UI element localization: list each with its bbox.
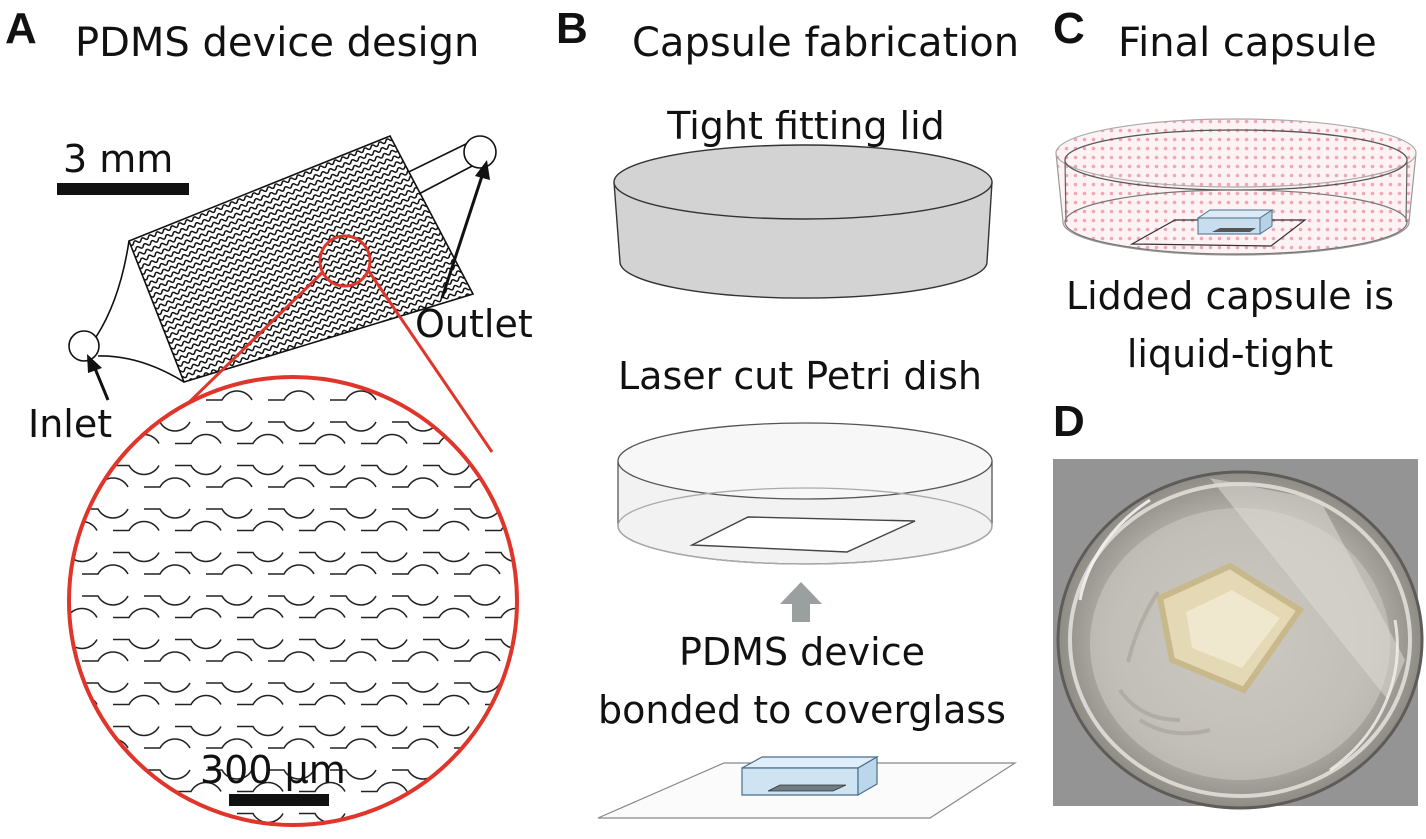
chamber-hatch-line bbox=[129, 245, 473, 382]
chamber-hatch-line bbox=[129, 136, 473, 282]
chamber-hatch-line bbox=[129, 222, 473, 382]
panel-b: B Capsule fabrication Tight fitting lid … bbox=[556, 4, 1019, 819]
chamber-hatch-line bbox=[129, 136, 473, 277]
inlet-arrow bbox=[87, 354, 110, 401]
panel-c: C Final capsule Lidded capsule is liquid… bbox=[1053, 4, 1417, 376]
zoom-view bbox=[67, 375, 519, 827]
panel-b-title: Capsule fabrication bbox=[632, 20, 1019, 66]
zoom-region-marker bbox=[318, 234, 372, 288]
inlet-port bbox=[68, 330, 100, 362]
assembly-arrow bbox=[780, 582, 822, 622]
zoom-channel-wall bbox=[69, 651, 517, 662]
panel-d-letter: D bbox=[1053, 397, 1085, 446]
lid bbox=[613, 144, 993, 299]
scale-bar-zoom-label: 300 μm bbox=[200, 748, 346, 792]
panel-c-title: Final capsule bbox=[1118, 20, 1377, 66]
final-capsule bbox=[1055, 118, 1417, 256]
device-label-line2: bonded to coverglass bbox=[598, 688, 1006, 732]
dish-cutout bbox=[689, 516, 916, 553]
capsule-caption-line2: liquid-tight bbox=[1127, 332, 1333, 376]
petri-dish bbox=[617, 422, 993, 565]
chamber-hatch-line bbox=[129, 228, 473, 382]
zoom-line-left bbox=[174, 270, 325, 417]
capsule-photo bbox=[1053, 459, 1424, 810]
zoom-view-border bbox=[67, 375, 519, 827]
chamber-hatch-line bbox=[129, 136, 473, 271]
capsule-cutout bbox=[1129, 219, 1307, 247]
panel-b-letter: B bbox=[556, 4, 588, 53]
capsule-caption-line1: Lidded capsule is bbox=[1066, 274, 1394, 318]
coverglass-with-device bbox=[597, 755, 1018, 819]
device-label-line1: PDMS device bbox=[679, 630, 925, 674]
zoom-channel-wall bbox=[69, 508, 517, 519]
panel-a-title: PDMS device design bbox=[75, 20, 479, 66]
lid-label: Tight fitting lid bbox=[666, 104, 945, 148]
outlet-port bbox=[463, 135, 497, 169]
zoom-channel-wall bbox=[69, 607, 517, 619]
scale-bar-main bbox=[57, 183, 189, 195]
chamber-hatch-line bbox=[129, 239, 473, 382]
inlet-channel bbox=[95, 240, 185, 383]
dish-label: Laser cut Petri dish bbox=[618, 354, 982, 398]
panel-d: D bbox=[1053, 397, 1424, 810]
zoom-channel-wall bbox=[69, 564, 517, 575]
panel-a: A PDMS device design 3 mm bbox=[5, 4, 533, 827]
panel-c-letter: C bbox=[1053, 4, 1085, 53]
zoom-channel-wall bbox=[69, 595, 517, 606]
outlet-label: Outlet bbox=[415, 302, 533, 346]
scale-bar-zoom bbox=[229, 794, 329, 806]
chamber-hatch-line bbox=[129, 216, 473, 382]
inlet-label: Inlet bbox=[28, 402, 112, 446]
outlet-arrow bbox=[440, 160, 490, 299]
panel-a-letter: A bbox=[5, 4, 37, 53]
zoom-channel-wall bbox=[69, 682, 517, 693]
zoom-line-right bbox=[366, 269, 494, 453]
scale-bar-main-label: 3 mm bbox=[63, 137, 173, 181]
